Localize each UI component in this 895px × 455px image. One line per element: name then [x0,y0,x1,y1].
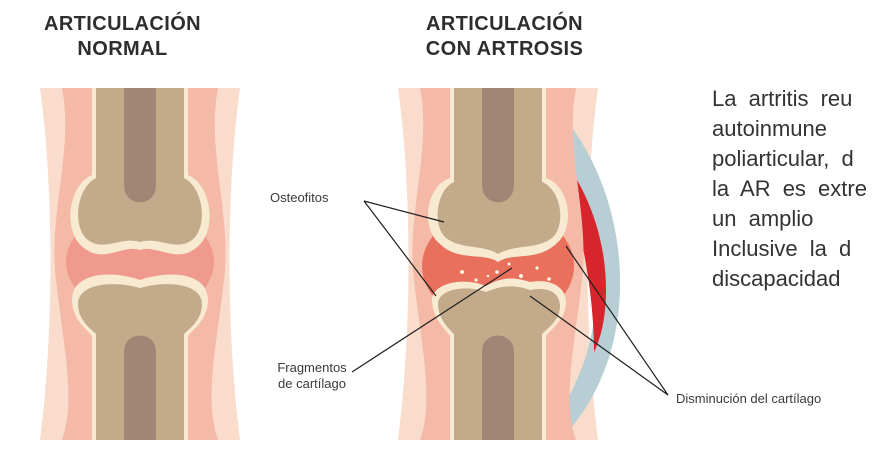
description-line-6: Inclusive la d [712,234,895,264]
description-line-1: La artritis reu [712,84,895,114]
cartilage-fragments-label: Fragmentos de cartílago [262,360,362,392]
arthrosis-upper-marrow [482,88,514,202]
normal-lower-marrow [124,336,156,441]
description-line-5: un amplio [712,204,895,234]
description-line-7: discapacidad [712,264,895,294]
description-line-4: la AR es extre [712,174,895,204]
osteophytes-label: Osteofitos [270,190,329,206]
normal-joint [40,88,240,440]
fragments-label-line-1: Fragmentos [262,360,362,376]
cartilage-loss-label: Disminución del cartílago [676,391,821,407]
fragments-label-line-2: de cartílago [262,376,362,392]
arthrosis-lower-marrow [482,336,514,441]
description-text: La artritis reu autoinmune poliarticular… [712,84,895,294]
description-line-2: autoinmune [712,114,895,144]
normal-upper-marrow [124,88,156,202]
description-line-3: poliarticular, d [712,144,895,174]
arthrosis-joint [398,88,620,440]
